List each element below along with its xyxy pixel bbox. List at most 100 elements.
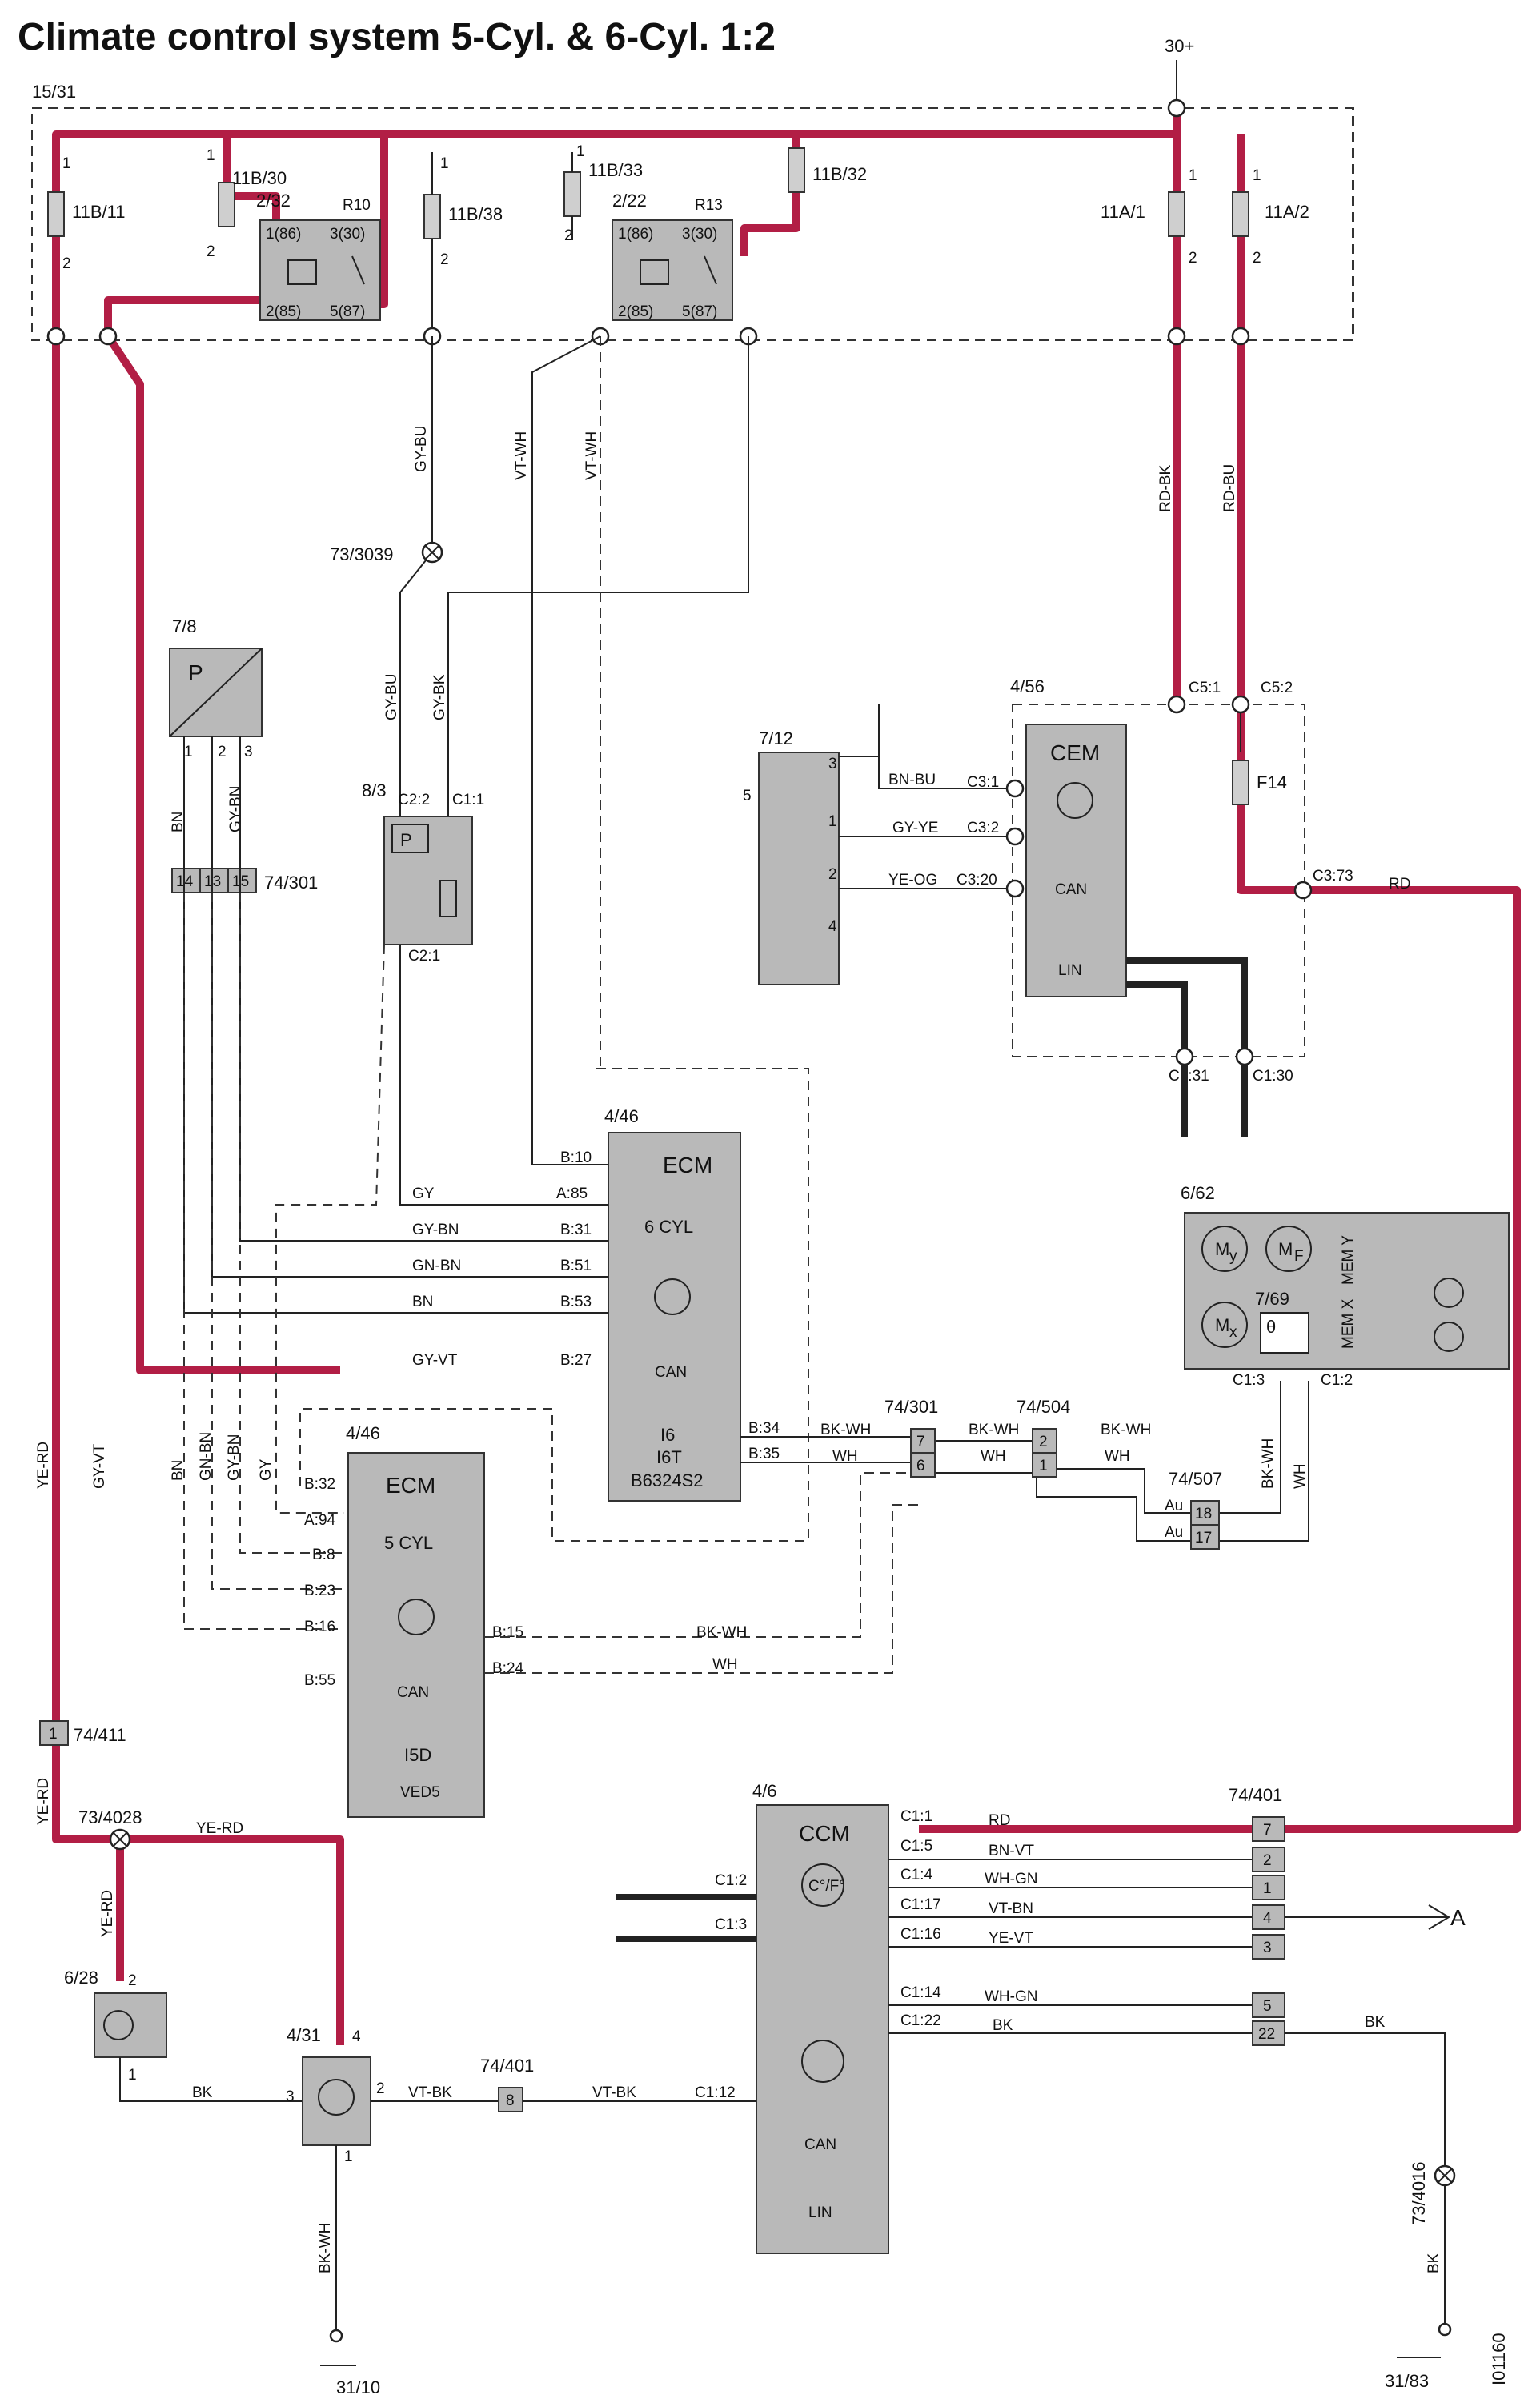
svg-text:B:24: B:24 bbox=[492, 1660, 524, 1677]
c8-3-c1-1: C1:1 bbox=[452, 792, 484, 808]
fusebox-label: 15/31 bbox=[32, 82, 76, 102]
cem-can: CAN bbox=[1055, 881, 1087, 898]
connector-74-401-b: 74/401 7 2 1 4 3 5 22 bbox=[1229, 1785, 1285, 2046]
fuse-11b-32: 11B/32 bbox=[788, 147, 867, 193]
fuse-11b-11: 11B/11 1 2 bbox=[47, 155, 125, 272]
svg-text:8: 8 bbox=[506, 2092, 515, 2109]
svg-text:74/411: 74/411 bbox=[74, 1725, 126, 1745]
svg-text:4/31: 4/31 bbox=[287, 2025, 321, 2045]
svg-text:MEM X: MEM X bbox=[1340, 1298, 1357, 1349]
svg-text:5: 5 bbox=[1263, 1998, 1272, 2015]
wire-gy-switch bbox=[399, 945, 608, 1206]
ccm-4-6: 4/6 CCM C°/F° CAN LIN bbox=[752, 1781, 889, 2254]
supply-label: 30+ bbox=[1165, 36, 1194, 56]
fuse-11b-33-label: 11B/33 bbox=[588, 160, 643, 180]
wire-label-gy-bn-sensor: GY-BN bbox=[227, 786, 244, 832]
svg-text:2: 2 bbox=[128, 1972, 137, 1989]
svg-text:2: 2 bbox=[564, 227, 573, 244]
svg-text:1: 1 bbox=[49, 1726, 58, 1743]
wire-label-gy-bn-2: GY-BN bbox=[226, 1434, 243, 1481]
svg-text:1: 1 bbox=[62, 155, 71, 172]
svg-text:B:34: B:34 bbox=[748, 1420, 780, 1437]
ecm5-var-1: I5D bbox=[404, 1745, 431, 1765]
wire-label-gy-ye: GY-YE bbox=[892, 820, 938, 836]
wire-label-bk-wh-6: BK-WH bbox=[317, 2223, 334, 2273]
svg-text:WH-GN: WH-GN bbox=[985, 1871, 1037, 1888]
svg-text:LIN: LIN bbox=[808, 2204, 832, 2221]
blower-motor-6-28: 6/28 21 bbox=[64, 1968, 167, 2084]
svg-text:2: 2 bbox=[1253, 250, 1261, 267]
temp-c1-2: C1:2 bbox=[1321, 1372, 1353, 1389]
ecm5-name: ECM bbox=[386, 1473, 435, 1498]
fuse-11b-30: 11B/30 12 bbox=[207, 147, 287, 260]
fuse-11a-2-label: 11A/2 bbox=[1265, 202, 1309, 222]
wire-label-gy-2: GY bbox=[258, 1458, 275, 1481]
splice-73-3039: 73/3039 bbox=[330, 541, 443, 564]
svg-text:C1:12: C1:12 bbox=[695, 2084, 736, 2101]
ecm-boundary-dash bbox=[299, 1068, 809, 1542]
cem-junctions bbox=[1005, 695, 1313, 1066]
svg-text:2: 2 bbox=[62, 255, 71, 272]
wire-label-wh-3: WH bbox=[981, 1448, 1006, 1465]
svg-text:GY-BN: GY-BN bbox=[412, 1222, 459, 1238]
ground-31-83: 31/83 bbox=[1385, 2322, 1452, 2391]
svg-text:1: 1 bbox=[128, 2067, 137, 2084]
svg-text:4: 4 bbox=[828, 918, 837, 935]
ccm-name: CCM bbox=[799, 1821, 850, 1846]
svg-text:M: M bbox=[1215, 1315, 1229, 1335]
svg-text:C5:2: C5:2 bbox=[1261, 680, 1293, 696]
svg-text:74/401: 74/401 bbox=[1229, 1785, 1282, 1805]
connector-74-301-mid: 74/301 7 6 bbox=[884, 1397, 938, 1478]
power-wires bbox=[52, 108, 1521, 2045]
ecm5-can: CAN bbox=[397, 1684, 429, 1701]
wire-label-vt-wh-1: VT-WH bbox=[513, 431, 530, 480]
wire-label-vt-wh-2: VT-WH bbox=[584, 431, 600, 480]
wire-label-vt-bk-1: VT-BK bbox=[408, 2084, 452, 2101]
diagram-title: Climate control system 5-Cyl. & 6-Cyl. 1… bbox=[18, 16, 776, 58]
svg-text:GY-VT: GY-VT bbox=[412, 1352, 458, 1369]
ecm6-name: ECM bbox=[663, 1153, 712, 1177]
relay-2-22-pin-a: 1(86) bbox=[618, 226, 653, 243]
ecm-5cyl: 4/46 ECM 5 CYL CAN I5D VED5 bbox=[346, 1423, 485, 1818]
pressure-switch-p: P bbox=[400, 830, 412, 850]
connector-74-507: 74/507 18 17 Au Au bbox=[1165, 1469, 1222, 1550]
wire-label-bk-wh-5: BK-WH bbox=[1260, 1438, 1277, 1489]
svg-text:1: 1 bbox=[828, 813, 837, 830]
svg-text:C1:17: C1:17 bbox=[900, 1896, 941, 1913]
svg-text:F: F bbox=[1294, 1248, 1304, 1265]
cem-lin-bus bbox=[1126, 957, 1248, 1137]
svg-text:B:31: B:31 bbox=[560, 1222, 592, 1238]
svg-text:74/301: 74/301 bbox=[884, 1397, 938, 1417]
led-unit-ref: 7/12 bbox=[759, 728, 793, 748]
ecm5-var-2: VED5 bbox=[400, 1784, 440, 1801]
svg-text:x: x bbox=[1229, 1324, 1237, 1341]
ecm6-pins: B:10 A:85 B:31 B:51 B:53 B:27 GY GY-BN G… bbox=[412, 1149, 780, 1462]
svg-text:2: 2 bbox=[828, 866, 837, 883]
svg-text:4: 4 bbox=[352, 2028, 361, 2045]
wire-label-rd-bu: RD-BU bbox=[1221, 464, 1238, 512]
splice-73-3039-label: 73/3039 bbox=[330, 544, 394, 564]
wire-label-bk-wh-2: BK-WH bbox=[696, 1624, 747, 1641]
led-wires bbox=[839, 704, 1015, 889]
fuse-11b-11-label: 11B/11 bbox=[72, 202, 125, 222]
wire-label-bk-wh-3: BK-WH bbox=[969, 1422, 1019, 1438]
svg-text:3: 3 bbox=[286, 2088, 295, 2105]
svg-text:RD: RD bbox=[1389, 876, 1410, 893]
svg-text:BN-VT: BN-VT bbox=[989, 1843, 1034, 1859]
svg-text:1: 1 bbox=[1263, 1880, 1272, 1897]
fusebox-junctions bbox=[46, 98, 1250, 346]
relay-2-22-pin-b: 3(30) bbox=[682, 226, 717, 243]
wire-label-gy-vt-2: GY-VT bbox=[91, 1443, 108, 1489]
connector-74-401-a: 8 74/401 bbox=[480, 2056, 534, 2112]
fuse-11a-1: 11A/1 12 bbox=[1101, 167, 1197, 267]
continuation-arrow bbox=[1428, 1904, 1450, 1930]
relay-2-22-name: R13 bbox=[695, 197, 723, 214]
fuse-11b-38: 11B/38 12 bbox=[423, 152, 503, 336]
svg-text:C3:2: C3:2 bbox=[967, 820, 999, 836]
svg-text:A:94: A:94 bbox=[304, 1512, 336, 1529]
splice-73-4016: 73/4016 bbox=[1409, 2161, 1456, 2225]
svg-text:Au: Au bbox=[1165, 1524, 1183, 1541]
svg-text:MEM Y: MEM Y bbox=[1340, 1235, 1357, 1285]
svg-text:22: 22 bbox=[1258, 2026, 1275, 2043]
